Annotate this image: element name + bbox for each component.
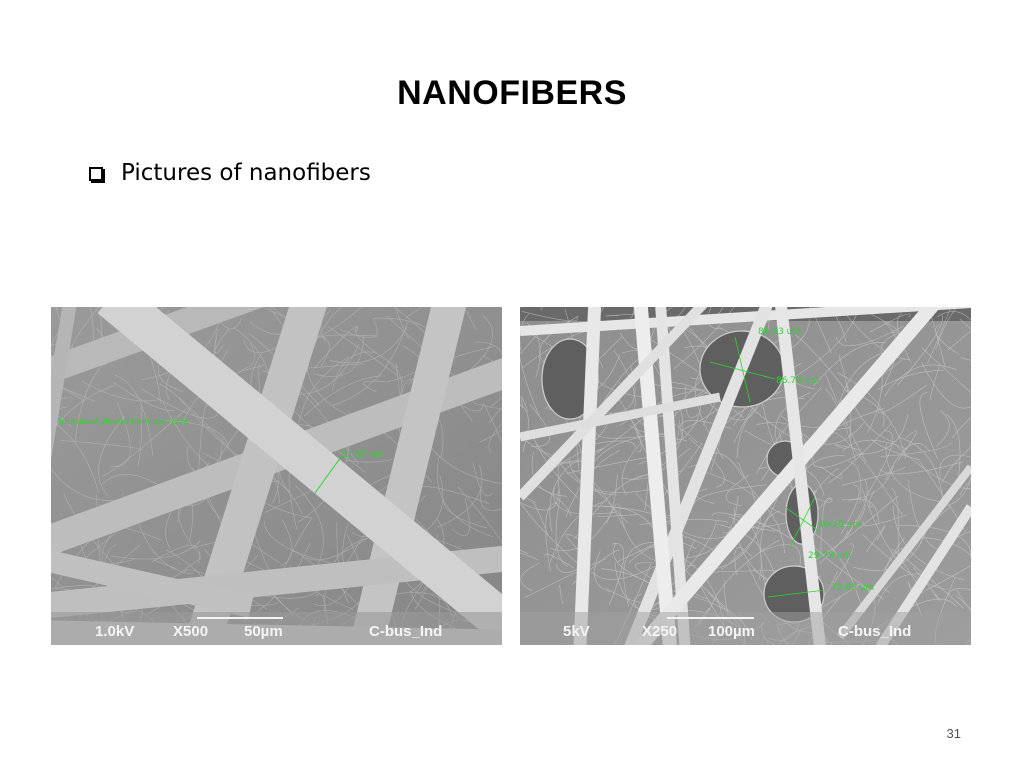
measurement-annotation: Increased viewed from spin side xyxy=(59,417,189,426)
magnification-label: X500 xyxy=(173,623,209,640)
sem-info-bar: 1.0kV X500 50µm C-bus_Ind xyxy=(51,615,502,645)
measurement-label: 86.76 um xyxy=(776,376,820,386)
sem-info-bar: 5kV X250 100µm C-bus_Ind xyxy=(520,615,971,645)
measurement-label: 29.78 um xyxy=(808,551,852,561)
scale-label: 50µm xyxy=(244,623,283,640)
voltage-label: 1.0kV xyxy=(95,623,135,640)
sample-label: C-bus_Ind xyxy=(369,623,443,640)
scale-label: 100µm xyxy=(708,623,756,640)
sample-label: C-bus_Ind xyxy=(838,623,912,640)
bullet-text: Pictures of nanofibers xyxy=(121,160,371,186)
scale-bar xyxy=(667,617,754,619)
nanofiber-micrograph-left xyxy=(51,307,502,645)
magnification-label: X250 xyxy=(642,623,678,640)
sem-image-left: Increased viewed from spin side 21.15 um… xyxy=(51,307,502,645)
sem-image-right: 81.53 um 86.76 um 40.29 um 29.78 um 72.8… xyxy=(520,307,971,645)
slide-title: NANOFIBERS xyxy=(397,74,627,112)
page-number: 31 xyxy=(946,726,961,741)
voltage-label: 5kV xyxy=(563,623,590,640)
checkbox-bullet-icon xyxy=(89,167,103,181)
bullet-item: Pictures of nanofibers xyxy=(89,160,371,186)
measurement-label: 21.15 um xyxy=(341,450,385,460)
scale-bar xyxy=(197,617,283,619)
measurement-label: 81.53 um xyxy=(758,327,802,337)
measurement-label: 40.29 um xyxy=(818,520,862,530)
measurement-label: 72.85 um xyxy=(831,583,875,593)
nanofiber-micrograph-right xyxy=(520,307,971,645)
